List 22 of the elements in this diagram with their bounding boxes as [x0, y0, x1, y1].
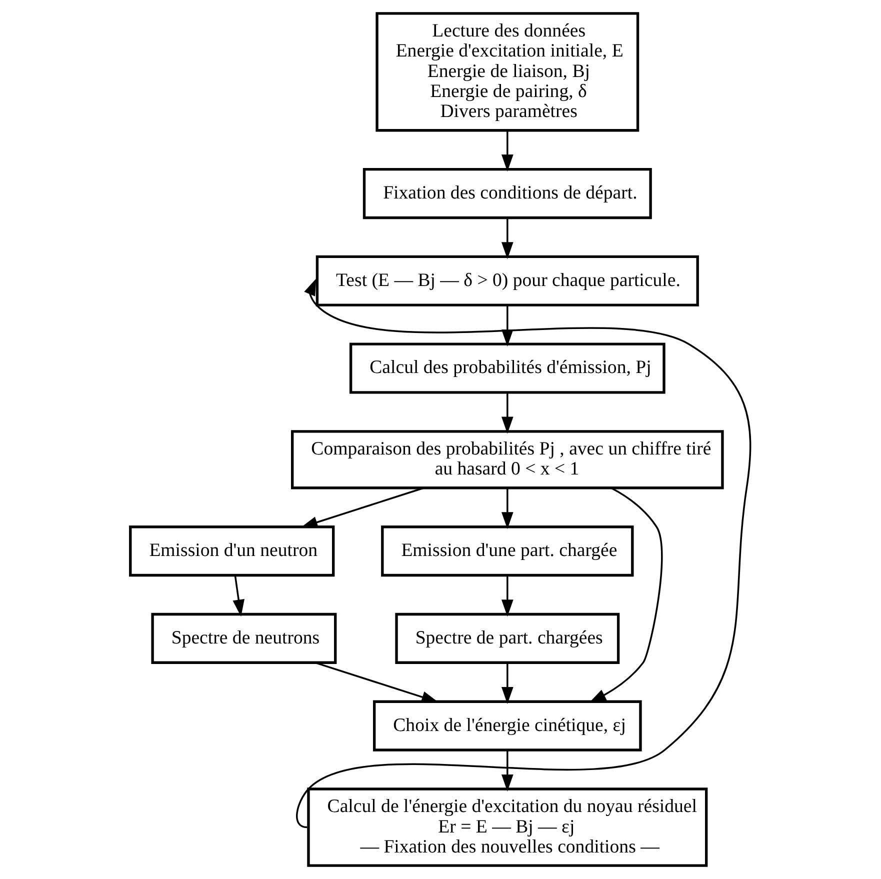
node-box: Lecture des données Energie d'excitation initiale, E Energie de liaison, Bj Energie de pairing, δ Divers paramètres [376, 12, 640, 132]
node-box: Calcul de l'énergie d'excitation du noyau résiduel Er = E — Bj — εj — Fixation des nouvelles conditions — [307, 788, 708, 867]
arrow [501, 662, 514, 704]
arrow [589, 487, 663, 703]
node-box: Emission d'une part. chargée [381, 526, 634, 577]
node-box: Spectre de neutrons [151, 612, 337, 664]
node-box: Choix de l'énergie cinétique, εj [372, 700, 642, 752]
node-box: Test (E — Bj — δ > 0) pour chaque particule. [316, 255, 699, 306]
node-box: Emission d'un neutron [129, 526, 335, 577]
node-box: Fixation des conditions de départ. [362, 168, 652, 220]
node-box: Spectre de part. chargées [395, 612, 620, 664]
node-box: Calcul des probabilités d'émission, Pj [349, 342, 666, 394]
node-box: Comparaison des probabilités Pj , avec un chiffre tiré au hasard 0 < x < 1 [291, 430, 724, 490]
arrow [501, 750, 514, 792]
arrow [314, 662, 439, 703]
arrow [501, 130, 514, 172]
arrow [501, 488, 514, 530]
arrow [300, 487, 424, 528]
arrow [501, 392, 514, 434]
arrow [232, 575, 244, 617]
arrow [501, 218, 514, 260]
arrow [501, 576, 514, 617]
